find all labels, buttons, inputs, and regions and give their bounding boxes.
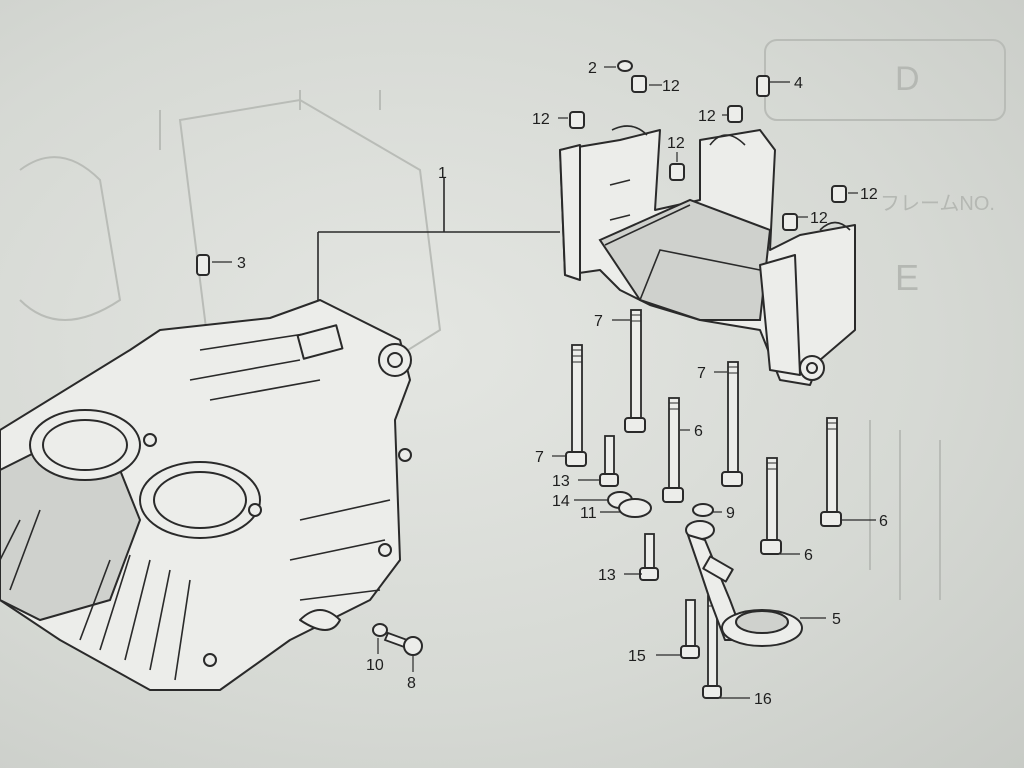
- small-fittings: [196, 60, 770, 276]
- callout-12-f: 12: [860, 186, 878, 203]
- callout-12-a: 12: [662, 78, 680, 95]
- callout-8: 8: [407, 675, 416, 692]
- callout-12-b: 12: [532, 111, 550, 128]
- washers-and-seals: [372, 491, 714, 637]
- callout-12-c: 12: [698, 108, 716, 125]
- callout-9: 9: [726, 505, 735, 522]
- ghost-section-code: E: [895, 257, 919, 298]
- callout-15: 15: [628, 648, 646, 665]
- callout-6-upper: 6: [694, 423, 703, 440]
- callout-12-d: 12: [667, 135, 685, 152]
- callout-10: 10: [366, 657, 384, 674]
- leader-lines: [212, 66, 876, 699]
- callout-7-left: 7: [535, 449, 544, 466]
- callout-6-lower: 6: [804, 547, 813, 564]
- callout-13-lower: 13: [598, 567, 616, 584]
- callout-16: 16: [754, 691, 772, 708]
- callout-7-right: 7: [697, 365, 706, 382]
- ghost-frame-code: D: [895, 60, 920, 98]
- callout-12-e: 12: [810, 210, 828, 227]
- callout-1: 1: [438, 165, 447, 182]
- callout-5: 5: [832, 611, 841, 628]
- callout-4: 4: [794, 75, 803, 92]
- callout-14: 14: [552, 493, 570, 510]
- oil-strainer: [685, 520, 803, 647]
- callout-6-right: 6: [879, 513, 888, 530]
- callout-2: 2: [588, 60, 597, 77]
- ghost-katakana: フレームNO.: [880, 193, 995, 215]
- bolts: [383, 309, 842, 699]
- crankcase-cradle: [559, 125, 856, 386]
- callout-3: 3: [237, 255, 246, 272]
- dowel-pins: [569, 75, 847, 231]
- callout-labels: 1 2 3 4 5 6 6 6 7 7 7 8 9 10 11 12 12 12…: [237, 60, 888, 708]
- callout-7-upper: 7: [594, 313, 603, 330]
- upper-crankcase: [0, 299, 412, 691]
- callout-13-upper: 13: [552, 473, 570, 490]
- callout-11: 11: [580, 505, 597, 522]
